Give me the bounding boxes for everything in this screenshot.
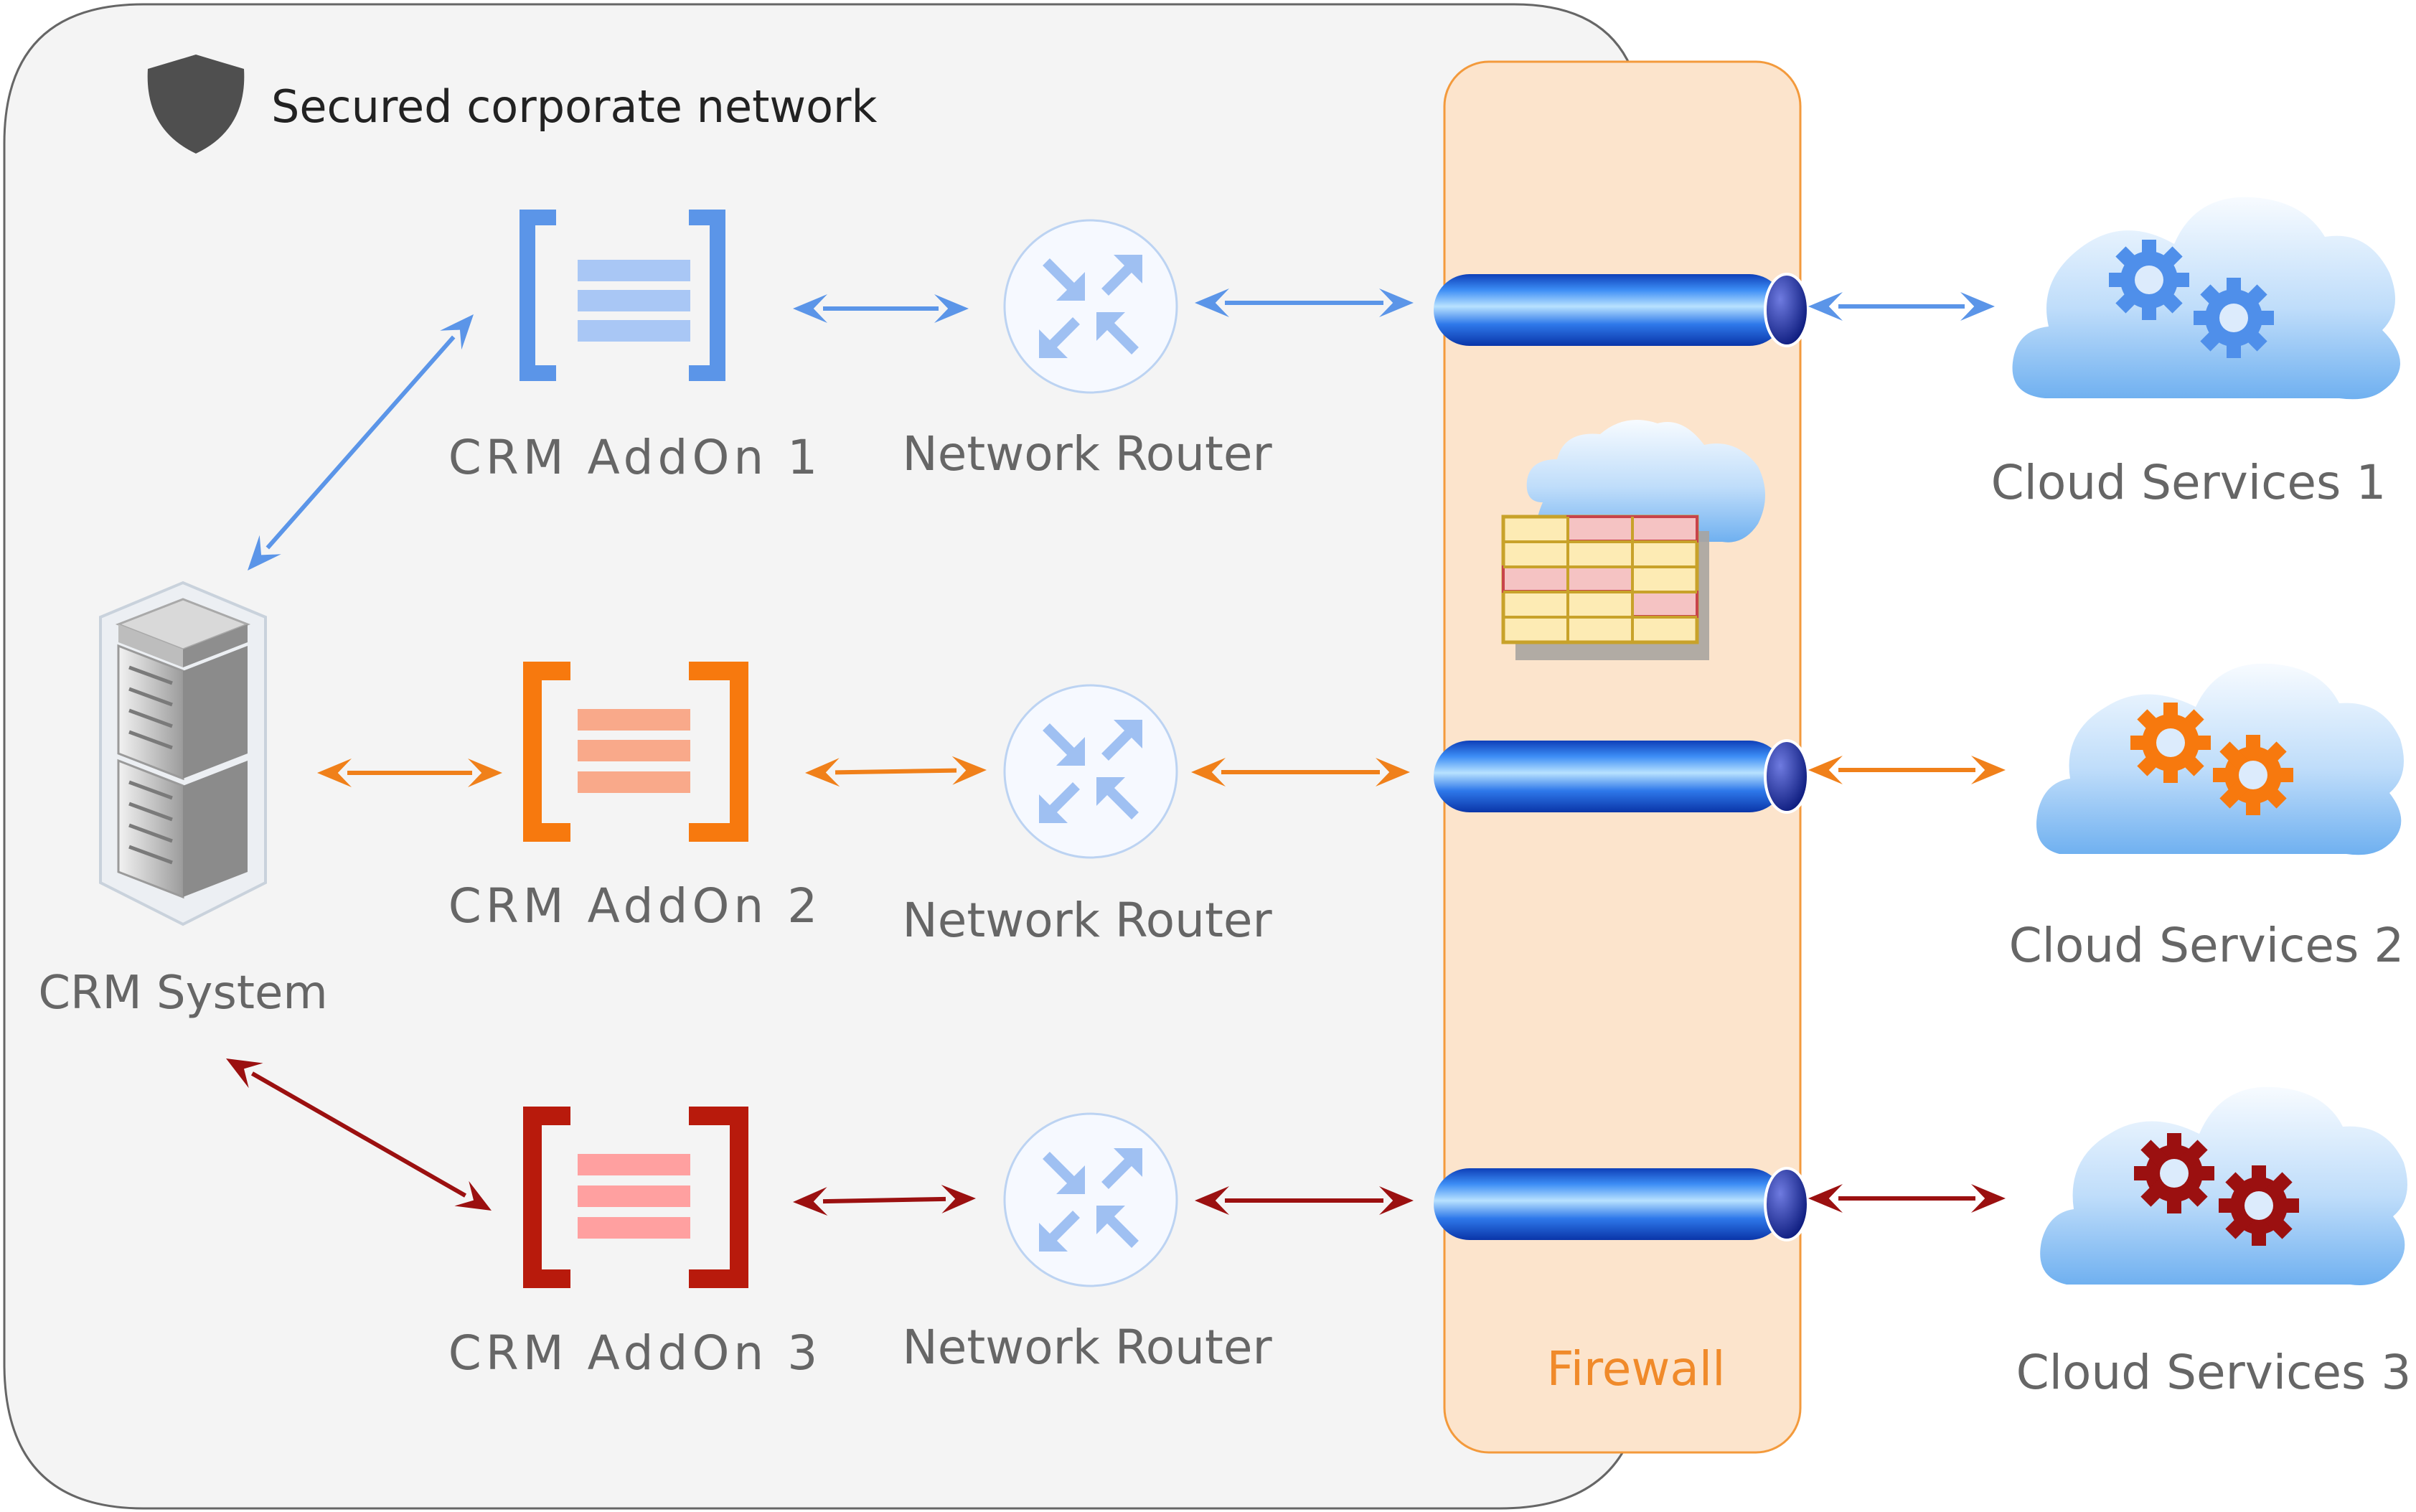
- crm-addon-3-label: CRM AddOn 3: [448, 1325, 822, 1381]
- arrow-addon1-router1: [793, 294, 969, 323]
- firewall-pipe-3: [1434, 1167, 1810, 1241]
- crm-server-icon: [99, 581, 267, 926]
- cloud-1-label: Cloud Services 1: [1991, 455, 2387, 510]
- arrow-crm-addon3: [226, 1058, 492, 1211]
- router-2-icon: [1003, 684, 1178, 859]
- gear-icon: [2213, 735, 2293, 815]
- arrow-firewall-cloud3: [1808, 1184, 2006, 1213]
- arrow-firewall-cloud1: [1808, 292, 1995, 321]
- arrow-crm-addon2: [317, 759, 502, 787]
- arrow-firewall-cloud2: [1808, 756, 2006, 784]
- cloud-1-icon: [2012, 197, 2400, 400]
- crm-system-label: CRM System: [38, 967, 327, 1020]
- router-2-label: Network Router: [902, 893, 1272, 948]
- crm-addon-2-icon: [523, 662, 748, 842]
- gear-icon: [2134, 1133, 2214, 1213]
- gear-icon: [2130, 703, 2211, 783]
- router-1-label: Network Router: [902, 426, 1272, 482]
- crm-addon-1-label: CRM AddOn 1: [448, 430, 822, 485]
- arrow-addon3-router3: [793, 1184, 976, 1216]
- crm-addon-1-icon: [520, 210, 725, 381]
- arrow-router2-firewall: [1191, 758, 1410, 786]
- crm-addon-2-label: CRM AddOn 2: [448, 878, 822, 934]
- cloud-3-label: Cloud Services 3: [2016, 1345, 2412, 1400]
- firewall-label: Firewall: [1547, 1341, 1726, 1396]
- router-3-label: Network Router: [902, 1320, 1272, 1375]
- firewall-pipe-2: [1434, 739, 1810, 814]
- arrow-router1-firewall: [1195, 288, 1414, 317]
- gear-icon: [2109, 240, 2189, 320]
- gear-icon: [2194, 278, 2274, 358]
- router-1-icon: [1003, 219, 1178, 394]
- network-title: Secured corporate network: [271, 80, 878, 133]
- cloud-3-icon: [2040, 1086, 2407, 1285]
- arrow-crm-addon1: [248, 314, 474, 570]
- shield-icon: [147, 55, 245, 154]
- cloud-2-label: Cloud Services 2: [2009, 918, 2405, 973]
- arrow-router3-firewall: [1195, 1186, 1414, 1215]
- connection-arrows: [226, 288, 2006, 1216]
- firewall-table-icon: [1501, 420, 1765, 660]
- crm-addon-3-icon: [523, 1107, 748, 1288]
- arrow-addon2-router2: [805, 756, 987, 787]
- router-3-icon: [1003, 1112, 1178, 1287]
- firewall-pipe-1: [1434, 273, 1810, 347]
- gear-icon: [2219, 1165, 2299, 1246]
- cloud-2-icon: [2036, 663, 2404, 855]
